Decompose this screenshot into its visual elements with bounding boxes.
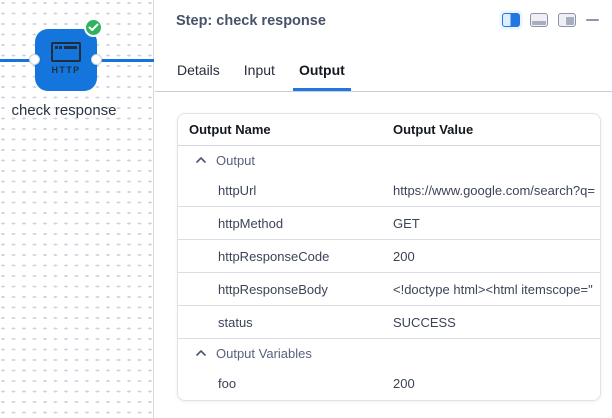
workflow-canvas[interactable]: HTTP check response bbox=[0, 0, 154, 418]
node-type-label: HTTP bbox=[51, 65, 81, 75]
table-row-foo: foo 200 bbox=[178, 367, 600, 400]
output-port[interactable] bbox=[91, 54, 102, 65]
layout-split-view-icon[interactable] bbox=[502, 13, 520, 27]
input-port[interactable] bbox=[29, 54, 40, 65]
column-header-output-name: Output Name bbox=[189, 122, 271, 137]
table-row-status: status SUCCESS bbox=[178, 306, 600, 339]
layout-bottom-panel-icon[interactable] bbox=[530, 13, 548, 27]
tab-input[interactable]: Input bbox=[243, 62, 275, 78]
panel-header: Step: check response bbox=[155, 0, 612, 46]
output-table: Output Name Output Value Output httpUrl … bbox=[177, 113, 601, 401]
output-name: httpUrl bbox=[218, 182, 257, 198]
group-label: Output Variables bbox=[216, 345, 312, 361]
tab-details[interactable]: Details bbox=[177, 62, 220, 78]
panel-layout-controls bbox=[502, 13, 599, 27]
table-header-row: Output Name Output Value bbox=[178, 114, 600, 146]
table-row-httpResponseBody: httpResponseBody <!doctype html><html it… bbox=[178, 273, 600, 306]
output-name: httpMethod bbox=[218, 215, 284, 231]
output-value: 200 bbox=[393, 376, 415, 391]
output-value: 200 bbox=[393, 248, 415, 264]
layout-right-panel-icon[interactable] bbox=[558, 13, 576, 27]
minimize-icon[interactable] bbox=[586, 18, 599, 22]
group-label: Output bbox=[216, 152, 256, 168]
group-row-output-variables[interactable]: Output Variables bbox=[178, 339, 600, 367]
success-check-icon bbox=[84, 18, 103, 37]
output-value: SUCCESS bbox=[393, 314, 456, 330]
collapse-chevron-icon[interactable] bbox=[196, 157, 206, 163]
table-row-httpUrl: httpUrl https://www.google.com/search?q= bbox=[178, 174, 600, 207]
output-value: <!doctype html><html itemscope=" bbox=[393, 281, 593, 297]
group-row-output[interactable]: Output bbox=[178, 146, 600, 174]
collapse-chevron-icon[interactable] bbox=[196, 350, 206, 356]
output-value: https://www.google.com/search?q= bbox=[393, 182, 595, 198]
output-value: GET bbox=[393, 215, 420, 231]
panel-title: Step: check response bbox=[176, 13, 326, 29]
table-row-httpMethod: httpMethod GET bbox=[178, 207, 600, 240]
step-detail-panel: Step: check response Details Input Outpu… bbox=[155, 0, 612, 418]
output-name: httpResponseCode bbox=[218, 248, 330, 264]
output-name: foo bbox=[218, 376, 237, 391]
node-name-label: check response bbox=[11, 102, 117, 119]
table-row-httpResponseCode: httpResponseCode 200 bbox=[178, 240, 600, 273]
browser-window-icon bbox=[51, 42, 81, 62]
incoming-edge bbox=[0, 59, 35, 62]
column-header-output-value: Output Value bbox=[393, 122, 474, 137]
outgoing-edge bbox=[97, 59, 154, 62]
tab-bar: Details Input Output bbox=[155, 46, 612, 92]
output-name: status bbox=[218, 314, 253, 330]
tab-output[interactable]: Output bbox=[292, 50, 351, 91]
output-name: httpResponseBody bbox=[218, 281, 328, 297]
http-step-node[interactable]: HTTP bbox=[35, 29, 97, 91]
